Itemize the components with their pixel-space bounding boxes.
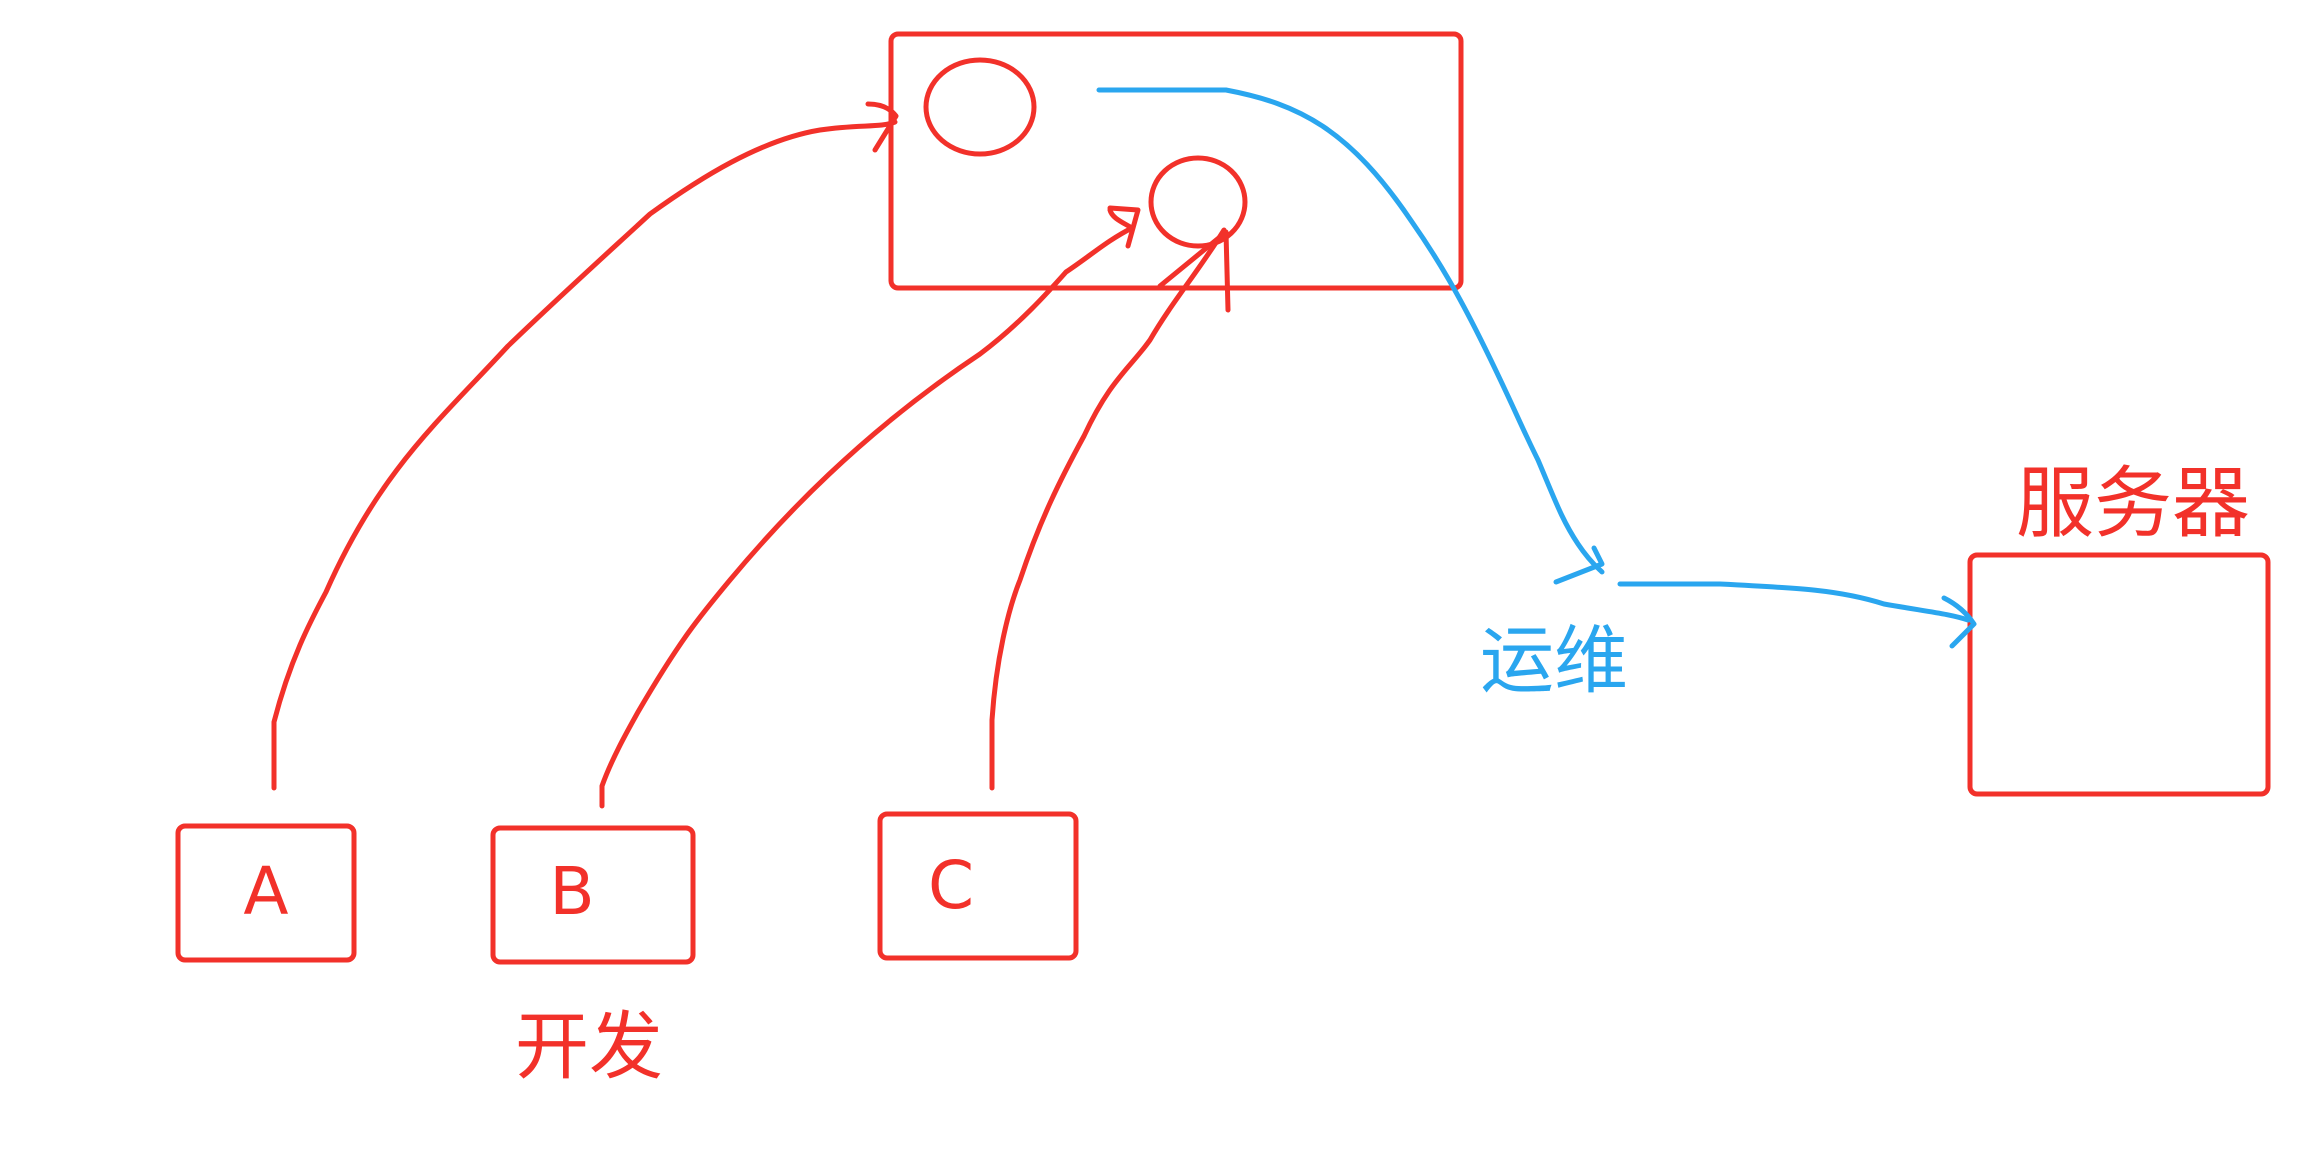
developer-label-a: A: [243, 853, 288, 930]
edge-c-to-repository: [989, 227, 1231, 791]
developers-label: 开发: [515, 1004, 663, 1090]
edge-repository-to-operations-arrowhead: [1553, 545, 1605, 585]
edge-repository-to-operations-line: [1096, 87, 1605, 575]
developer-box-b: [490, 825, 696, 965]
edge-operations-to-server: [1617, 581, 1977, 649]
developer-node-a: A: [175, 823, 357, 963]
edge-b-to-repository-arrowhead: [1107, 205, 1141, 249]
edge-operations-to-server-line: [1617, 581, 1971, 623]
edge-b-to-repository: [599, 205, 1141, 809]
developer-box-c: [877, 811, 1079, 961]
server-node: [1967, 552, 2271, 797]
repository-slot-upper: [923, 57, 1037, 157]
repository-slot-lower: [1148, 155, 1248, 249]
edge-a-to-repository-arrowhead: [865, 101, 899, 153]
repository-node: [888, 31, 1464, 291]
server-box: [1967, 552, 2271, 797]
operations-label: 运维: [1480, 618, 1628, 704]
developer-node-b: B: [490, 825, 696, 965]
developer-label-b: B: [549, 853, 594, 930]
edge-repository-to-operations: [1096, 87, 1605, 585]
edge-operations-to-server-arrowhead: [1941, 595, 1977, 649]
edge-c-to-repository-line: [989, 227, 1227, 791]
edge-c-to-repository-arrowhead: [1157, 229, 1231, 313]
server-label: 服务器: [2016, 459, 2250, 549]
edge-a-to-repository: [271, 101, 899, 791]
developer-box-a: [175, 823, 357, 963]
repository-box: [888, 31, 1464, 291]
edge-a-to-repository-line: [271, 119, 898, 791]
edge-b-to-repository-line: [599, 207, 1135, 809]
developer-node-c: C: [877, 811, 1079, 961]
developer-label-c: C: [928, 847, 974, 924]
